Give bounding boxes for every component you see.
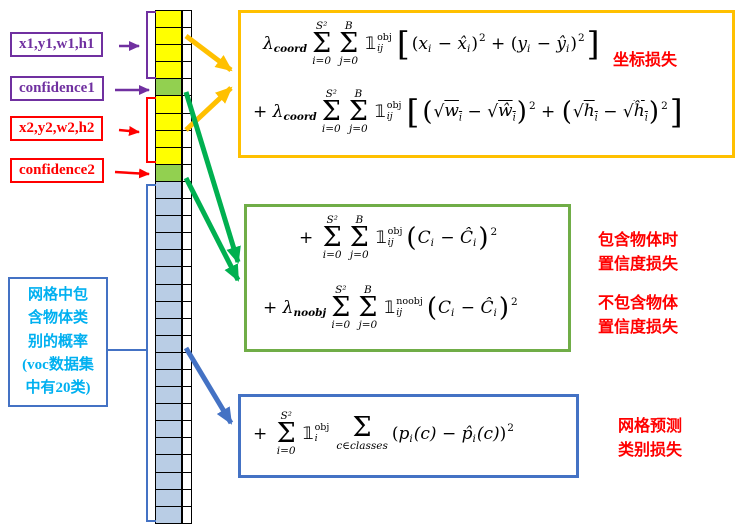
vector-cell-side: [182, 11, 191, 29]
vector-cell-side: [182, 284, 191, 302]
arrow-class: [183, 346, 234, 425]
vector-cell-bbox2-coords: [156, 147, 181, 165]
vector-cell-class-probs: [156, 335, 181, 353]
vector-cell-side: [182, 489, 191, 507]
class-probability-note: 网格中包 含物体类 别的概率 (voc数据集 中有20类): [8, 277, 108, 408]
vector-cell-side: [182, 369, 191, 388]
arrow-coord-1: [184, 34, 233, 72]
label-confidence1: confidence1: [10, 76, 104, 101]
vector-cell-side: [182, 404, 191, 422]
output-vector-strip: [155, 10, 182, 524]
vector-cell-side: [182, 147, 191, 165]
vector-cell-side: [182, 387, 191, 405]
vector-cell-class-probs: [156, 387, 181, 405]
vector-cell-side: [182, 199, 191, 217]
vector-cell-class-probs: [156, 438, 181, 456]
vector-cell-class-probs: [156, 472, 181, 490]
vector-cell-side: [182, 318, 191, 336]
vector-cell-class-probs: [156, 216, 181, 234]
vector-cell-class-probs: [156, 489, 181, 507]
noobj-conf-loss-line1: 不包含物体: [598, 295, 679, 312]
arrow-conf2-label: [114, 168, 150, 179]
vector-cell-class-probs: [156, 369, 181, 388]
vector-cell-side: [182, 216, 191, 234]
vector-cell-class-probs: [156, 301, 181, 319]
obj-conf-loss-label: 包含物体时 置信度损失: [598, 229, 678, 277]
label-bbox1: x1,y1,w1,h1: [10, 32, 104, 57]
vector-cell-bbox1-coords: [156, 62, 181, 80]
output-vector-strip-side: [181, 10, 192, 524]
arrow-bbox2-label: [118, 126, 140, 136]
arrow-coord-2: [184, 86, 233, 132]
note-line: (voc数据集: [22, 356, 94, 373]
vector-cell-bbox1-coords: [156, 45, 181, 63]
vector-cell-side: [182, 472, 191, 490]
vector-cell-side: [182, 301, 191, 319]
vector-cell-class-probs: [156, 181, 181, 200]
class-loss-label: 网格预测 类别损失: [618, 415, 682, 463]
vector-cell-side: [182, 79, 191, 97]
vector-cell-class-probs: [156, 506, 181, 523]
vector-cell-side: [182, 28, 191, 46]
vector-cell-class-probs: [156, 318, 181, 336]
vector-cell-class-probs: [156, 250, 181, 268]
label-bbox2: x2,y2,w2,h2: [10, 116, 104, 141]
noobj-conf-loss-line2: 置信度损失: [598, 319, 679, 336]
vector-cell-side: [182, 506, 191, 523]
arrow-conf-2: [183, 176, 241, 282]
vector-cell-bbox2-coords: [156, 96, 181, 114]
vector-cell-confidence1: [156, 79, 181, 97]
vector-cell-class-probs: [156, 455, 181, 473]
vector-cell-class-probs: [156, 284, 181, 302]
vector-cell-side: [182, 45, 191, 63]
note-line: 中有20类): [25, 380, 91, 396]
vector-cell-side: [182, 113, 191, 131]
vector-cell-side: [182, 267, 191, 285]
vector-cell-class-probs: [156, 267, 181, 285]
vector-cell-class-probs: [156, 233, 181, 251]
vector-cell-side: [182, 96, 191, 114]
vector-cell-bbox2-coords: [156, 130, 181, 148]
note-line: 别的概率: [27, 333, 88, 350]
vector-cell-side: [182, 335, 191, 353]
vector-cell-class-probs: [156, 421, 181, 439]
vector-cell-bbox1-coords: [156, 11, 181, 29]
vector-cell-side: [182, 233, 191, 251]
obj-conf-loss-line1: 包含物体时: [598, 232, 679, 249]
vector-cell-side: [182, 181, 191, 200]
vector-cell-class-probs: [156, 199, 181, 217]
vector-cell-class-probs: [156, 352, 181, 370]
vector-cell-side: [182, 455, 191, 473]
coord-loss-label: 坐标损失: [613, 52, 678, 69]
vector-cell-side: [182, 130, 191, 148]
noobj-conf-loss-label: 不包含物体 置信度损失: [598, 292, 678, 340]
note-line: 网格中包: [27, 287, 88, 303]
vector-cell-confidence2: [156, 164, 181, 182]
class-loss-line2: 类别损失: [618, 442, 683, 459]
obj-conf-loss-line2: 置信度损失: [598, 256, 679, 273]
vector-cell-class-probs: [156, 404, 181, 422]
vector-cell-bbox2-coords: [156, 113, 181, 131]
vector-cell-side: [182, 421, 191, 439]
label-confidence2: confidence2: [10, 158, 104, 183]
vector-cell-side: [182, 62, 191, 80]
arrow-conf-1: [183, 91, 241, 264]
vector-cell-side: [182, 164, 191, 182]
vector-cell-side: [182, 352, 191, 370]
vector-cell-side: [182, 250, 191, 268]
vector-cell-bbox1-coords: [156, 28, 181, 46]
vector-cell-side: [182, 438, 191, 456]
note-line: 含物体类: [27, 310, 88, 327]
class-loss-line1: 网格预测: [618, 418, 683, 435]
